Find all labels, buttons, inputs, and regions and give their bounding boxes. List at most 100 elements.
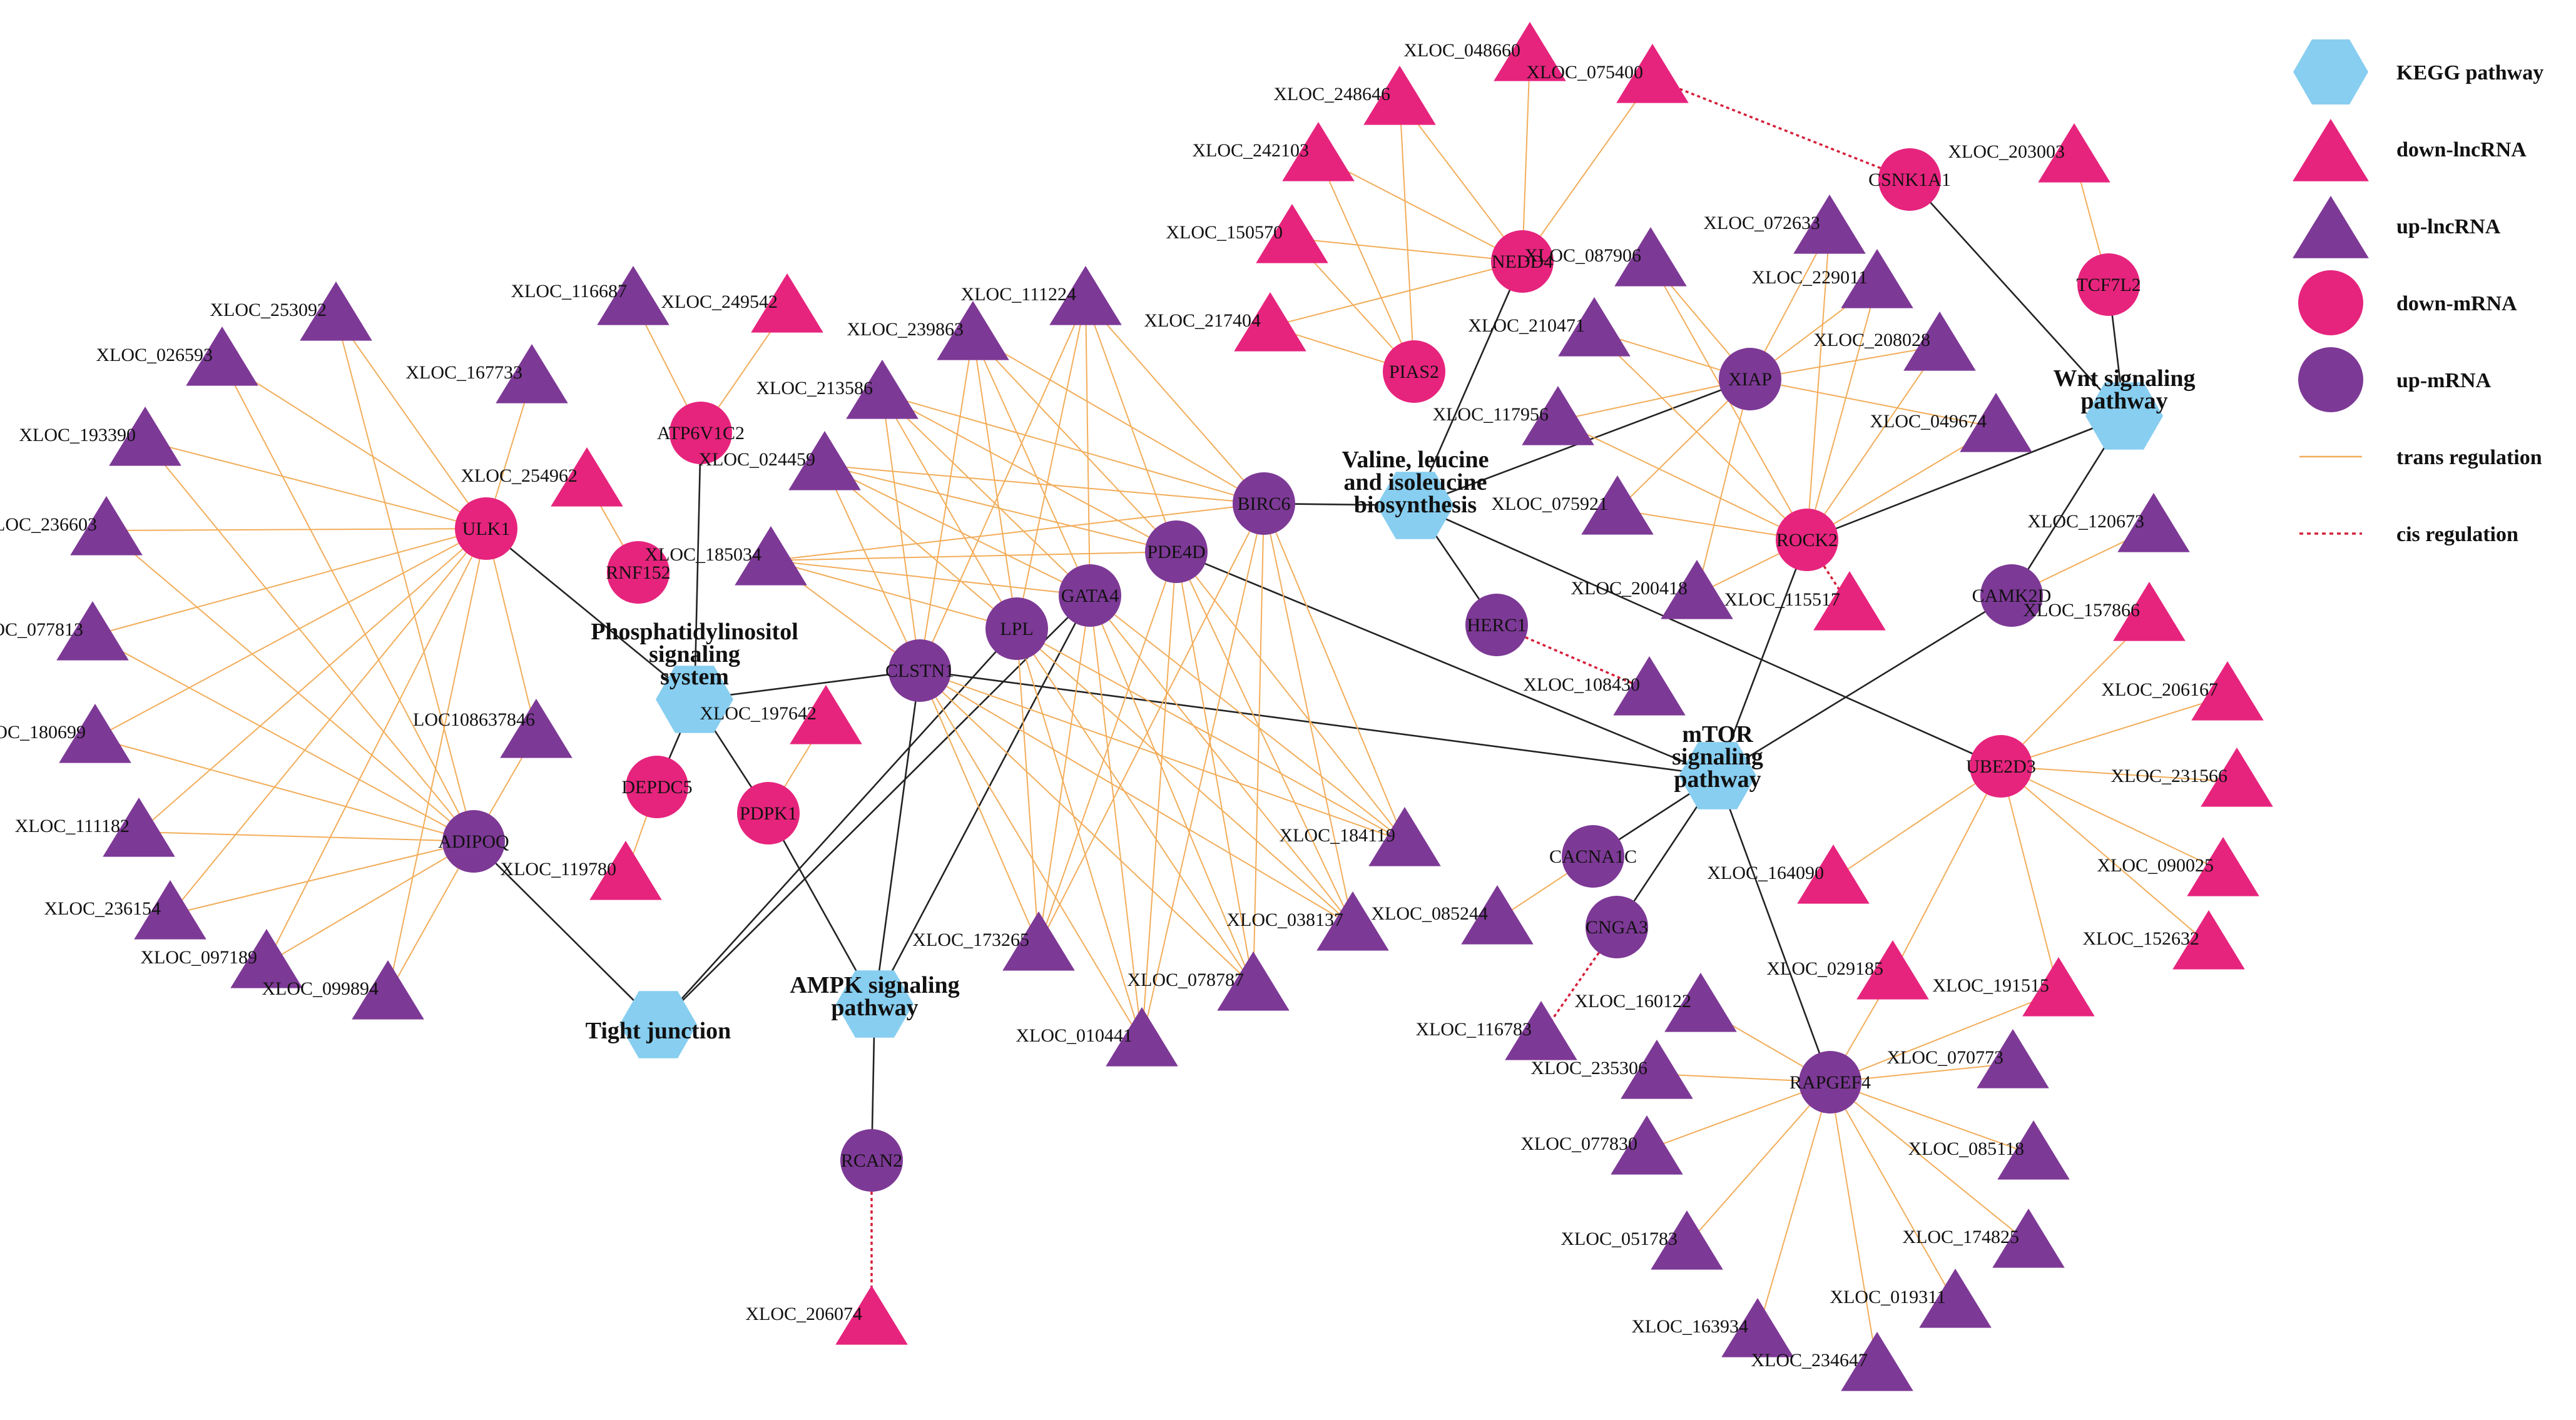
node-x150570: XLOC_150570: [1166, 204, 1328, 263]
edge-trans-pde4d-x239863: [972, 335, 1177, 552]
up-lncRNA-triangle: [1505, 1001, 1577, 1060]
edge-trans-nedd4-x242103: [1318, 156, 1523, 262]
edge-trans-nedd4-x217404: [1270, 261, 1523, 327]
edge-trans-rapgef4-x174825: [1830, 1082, 2029, 1244]
node-label: XLOC_085244: [1371, 903, 1488, 924]
edge-trans-clstn1-x038137: [919, 670, 1353, 926]
node-label: XLOC_120673: [2027, 511, 2144, 532]
edge-trans-ube2d3-x152632: [2000, 766, 2209, 945]
up-mRNA-circle: [442, 810, 505, 873]
edge-link-p-wnt-csnk1a1: [1909, 179, 2125, 417]
node-label: XLOC_077830: [1520, 1133, 1637, 1154]
edge-trans-gata4-x184119: [1089, 595, 1405, 842]
node-label: BIRC6: [1237, 494, 1290, 514]
node-x024459: XLOC_024459: [698, 431, 861, 490]
node-x236603: XLOC_236603: [0, 496, 143, 555]
up-lncRNA-triangle: [1841, 249, 1913, 308]
node-label: XLOC_208028: [1813, 330, 1930, 350]
up-lncRNA-triangle: [70, 496, 143, 555]
node-x097189: XLOC_097189: [140, 929, 303, 988]
edge-trans-birc6-x038137: [1263, 503, 1353, 926]
node-x200418: XLOC_200418: [1571, 560, 1733, 619]
node-label: XLOC_236603: [0, 514, 97, 535]
node-label: LOC108637846: [413, 709, 535, 730]
edge-trans-rapgef4-x234647: [1830, 1082, 1878, 1367]
node-x026593: XLOC_026593: [96, 327, 258, 386]
node-x236154: XLOC_236154: [44, 880, 206, 940]
edge-link-p-val-nedd4: [1414, 261, 1524, 506]
down-mRNA-circle: [455, 497, 517, 560]
node-label: XLOC_242103: [1192, 140, 1309, 161]
node-label: XLOC_213586: [756, 378, 873, 398]
edge-trans-lpl-x078787: [1016, 628, 1254, 986]
edge-trans-birc6-x024459: [824, 465, 1265, 504]
kegg-hexagon: [1377, 472, 1454, 539]
legend-label: cis regulation: [2396, 523, 2518, 546]
node-label: DEPDC5: [621, 777, 692, 798]
up-mRNA-circle: [1719, 348, 1781, 410]
node-x072633: XLOC_072633: [1703, 195, 1866, 254]
node-x210471: XLOC_210471: [1468, 297, 1631, 357]
edge-trans-birc6-x239863: [972, 335, 1265, 504]
node-label: CNGA3: [1586, 917, 1648, 938]
node-label: XLOC_249542: [661, 292, 778, 312]
edge-link-p-mtor-clstn1: [919, 669, 1718, 777]
edge-trans-pde4d-x038137: [1176, 551, 1353, 926]
up-lncRNA-triangle: [735, 526, 807, 586]
edge-trans-nedd4-x048660: [1522, 56, 1530, 262]
node-p-tight: Tight junction: [586, 991, 731, 1058]
node-x229011: XLOC_229011: [1751, 249, 1913, 308]
node-rock2: ROCK2: [1776, 509, 1838, 571]
node-lpl: LPL: [985, 597, 1048, 660]
node-x206167: XLOC_206167: [2101, 661, 2264, 721]
node-x217404: XLOC_217404: [1144, 292, 1306, 352]
edge-trans-ube2d3-x206167: [2000, 695, 2228, 767]
edge-trans-gata4-x010441: [1089, 595, 1143, 1042]
up-lncRNA-triangle: [1106, 1007, 1178, 1067]
up-lncRNA-triangle: [496, 344, 568, 403]
node-x075921: XLOC_075921: [1491, 475, 1654, 535]
edge-trans-rock2-x072633: [1806, 228, 1830, 540]
up-lncRNA-triangle: [300, 281, 372, 341]
up-lncRNA-triangle: [597, 266, 669, 325]
node-x077813: XLOC_077813: [0, 601, 129, 661]
edge-trans-ulk1-x236154: [170, 528, 487, 915]
legend-item-trans-regulation: trans regulation: [2299, 446, 2542, 469]
legend-item-up-lncrna: up-lncRNA: [2293, 196, 2501, 258]
legend-triangle-icon: [2293, 119, 2369, 181]
up-lncRNA-triangle: [1919, 1269, 1992, 1328]
up-lncRNA-triangle: [846, 360, 919, 419]
node-x038137: XLOC_038137: [1226, 891, 1389, 951]
down-lncRNA-triangle: [1813, 571, 1886, 631]
edge-link-p-ampk-clstn1: [873, 670, 921, 1005]
up-lncRNA-triangle: [1581, 475, 1654, 535]
node-x119780: XLOC_119780: [500, 841, 662, 900]
node-x203003: XLOC_203003: [1948, 123, 2110, 183]
node-x048660: XLOC_048660: [1403, 22, 1566, 81]
edge-trans-ube2d3-x157866: [2000, 616, 2150, 767]
edge-trans-ube2d3-x090025: [2000, 766, 2224, 872]
node-label: XLOC_070773: [1886, 1047, 2003, 1068]
node-label: XLOC_150570: [1166, 222, 1283, 243]
edge-trans-clstn1-x010441: [919, 670, 1143, 1042]
edge-trans-lpl-x038137: [1016, 628, 1353, 926]
up-mRNA-circle: [1586, 896, 1648, 958]
legend-hexagon-icon: [2293, 39, 2368, 104]
node-x231566: XLOC_231566: [2110, 748, 2273, 807]
up-lncRNA-triangle: [1217, 951, 1290, 1011]
node-label: XLOC_193390: [19, 425, 136, 445]
node-label: XLOC_185034: [644, 544, 761, 565]
edge-trans-birc6-x184119: [1263, 503, 1405, 842]
edge-trans-birc6-x078787: [1253, 503, 1265, 986]
node-label: XLOC_254962: [461, 465, 578, 486]
node-label: UBE2D3: [1966, 756, 2036, 777]
node-x120673: XLOC_120673: [2027, 493, 2190, 552]
